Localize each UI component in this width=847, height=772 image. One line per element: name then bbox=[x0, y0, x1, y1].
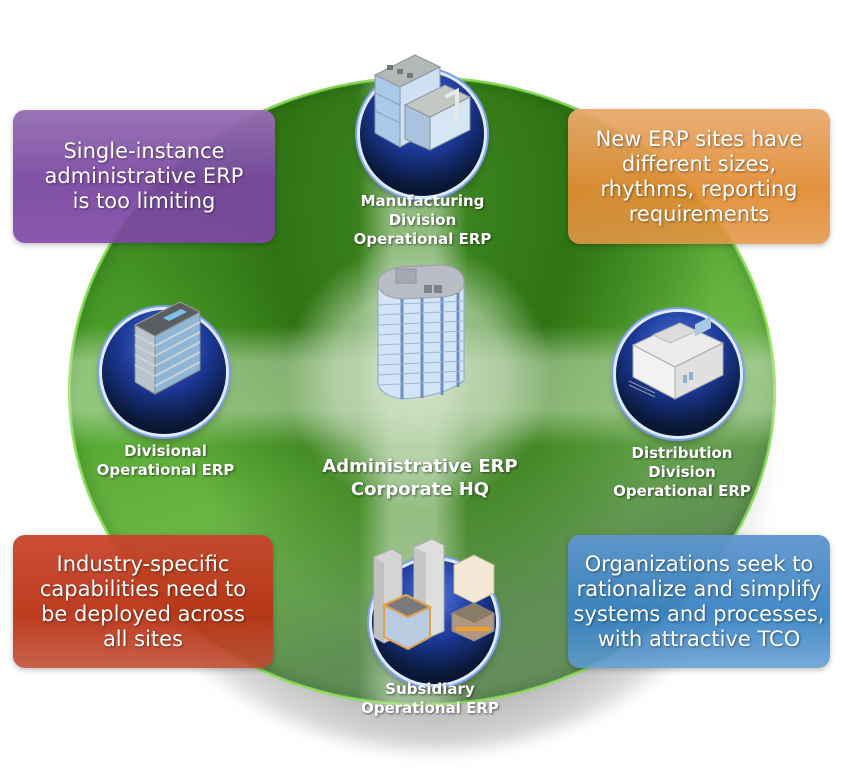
callout-top-right-text: New ERP sites have different sizes, rhyt… bbox=[595, 126, 803, 226]
divisional-label-line2: Operational ERP bbox=[96, 461, 235, 479]
city-buildings-icon bbox=[373, 538, 495, 651]
callout-bottom-right: Organizations seek to rationalize and si… bbox=[568, 535, 830, 668]
manufacturing-label-line3: Operational ERP bbox=[353, 230, 492, 248]
callout-bottom-right-text: Organizations seek to rationalize and si… bbox=[573, 551, 825, 651]
hq-label-line1: Administrative ERP bbox=[322, 456, 518, 477]
manufacturing-label-line1: Manufacturing bbox=[360, 192, 485, 210]
warehouse-building-icon bbox=[628, 316, 725, 400]
manufacturing-label: Manufacturing Division Operational ERP bbox=[340, 192, 505, 249]
hq-label-line2: Corporate HQ bbox=[350, 479, 490, 500]
subsidiary-label: Subsidiary Operational ERP bbox=[355, 680, 505, 718]
distribution-label-line1: Distribution bbox=[631, 444, 733, 462]
callout-top-right: New ERP sites have different sizes, rhyt… bbox=[568, 109, 830, 244]
callout-top-left-text: Single-instance administrative ERP is to… bbox=[44, 139, 244, 213]
distribution-label: Distribution Division Operational ERP bbox=[602, 444, 762, 501]
office-building-icon bbox=[133, 301, 202, 395]
subsidiary-label-line2: Operational ERP bbox=[361, 699, 499, 717]
distribution-label-line2: Division bbox=[648, 463, 716, 481]
office-tower-icon bbox=[377, 264, 465, 400]
divisional-label-line1: Divisional bbox=[124, 442, 207, 460]
callout-bottom-left: Industry-specific capabilities need to b… bbox=[13, 535, 273, 668]
factory-building-icon bbox=[373, 54, 472, 151]
subsidiary-label-line1: Subsidiary bbox=[385, 680, 475, 698]
manufacturing-label-line2: Division bbox=[388, 211, 457, 229]
distribution-label-line3: Operational ERP bbox=[613, 482, 751, 500]
callout-bottom-left-text: Industry-specific capabilities need to b… bbox=[39, 551, 247, 651]
divisional-label: Divisional Operational ERP bbox=[88, 442, 243, 480]
callout-top-left: Single-instance administrative ERP is to… bbox=[13, 110, 275, 243]
hq-label: Administrative ERP Corporate HQ bbox=[310, 455, 530, 501]
